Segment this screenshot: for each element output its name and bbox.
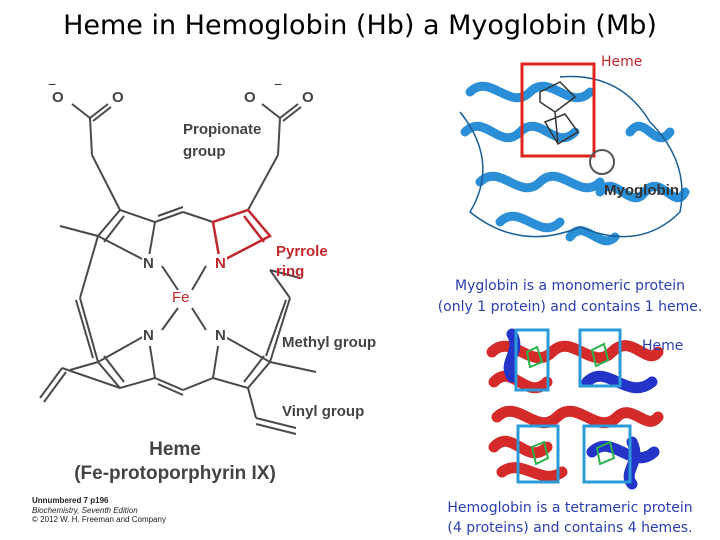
pyrrole-ring-highlighted [211,208,272,264]
oxygen-1: O [52,89,64,106]
iron-atom: Fe [172,289,190,306]
myoglobin-label: Myoglobin [604,182,679,199]
oxygen-2: O [112,89,124,106]
oxygen-4: O [302,89,314,106]
nitrogen-3: N [142,326,155,346]
propionate-label-line1: Propionate [183,121,262,138]
minus-right: − [274,76,283,92]
nitrogen-4: N [214,326,227,346]
hemoglobin-caption-line2: (4 proteins) and contains 4 hemes. [447,520,693,536]
heme-structure-diagram [39,103,317,435]
figure-credit-line3: © 2012 W. H. Freeman and Company [32,515,166,524]
propionate-label-line2: group [183,143,226,160]
nitrogen-2: N [214,254,227,274]
heme-caption-line2: (Fe-protoporphyrin IX) [74,463,276,484]
figure-credit-line2: Biochemistry, Seventh Edition [32,506,138,515]
hemoglobin-ribbon-image [486,328,664,490]
pyrrole-label-line1: Pyrrole [276,243,328,260]
minus-left: − [48,76,57,92]
hemoglobin-heme-label: Heme [642,338,684,354]
hemoglobin-heme-boxes [514,328,632,484]
pyrrole-label-line2: ring [276,263,305,280]
heme-caption-line1: Heme [149,439,201,460]
myoglobin-heme-molecule [539,81,580,146]
myoglobin-heme-label: Heme [601,54,643,70]
methyl-group-label: Methyl group [282,334,377,351]
nitrogen-1: N [142,254,155,274]
oxygen-3: O [244,89,256,106]
vinyl-group-label: Vinyl group [282,403,365,420]
myoglobin-heme-highlight-box [520,62,596,158]
myoglobin-caption-line1: Myglobin is a monomeric protein [455,278,685,294]
figure-credit-line1: Unnumbered 7 p196 [32,496,109,505]
myoglobin-caption-line2: (only 1 protein) and contains 1 heme. [437,299,703,315]
slide-title: Heme in Hemoglobin (Hb) a Myoglobin (Mb) [63,10,657,41]
myoglobin-ribbon-image [459,62,690,246]
hemoglobin-caption-line1: Hemoglobin is a tetrameric protein [447,500,693,516]
